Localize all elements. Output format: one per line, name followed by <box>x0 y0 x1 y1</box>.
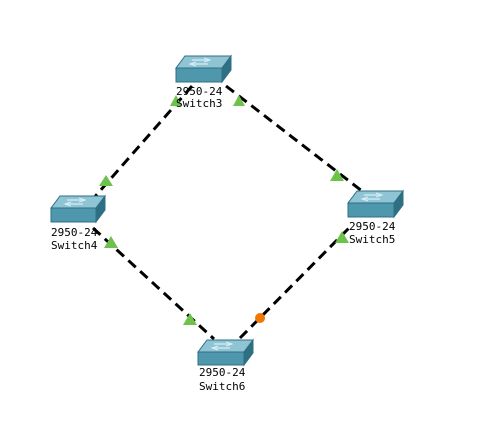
device-model-label: 2950-24 <box>349 220 396 233</box>
port-up-icon[interactable] <box>330 169 344 181</box>
switch-icon <box>50 194 106 224</box>
port-up-icon[interactable] <box>233 95 245 106</box>
device-model-label: 2950-24 <box>51 226 98 239</box>
port-up-icon[interactable] <box>104 236 118 248</box>
device-name-label: Switch3 <box>176 97 222 110</box>
device-switch5[interactable]: 2950-24 Switch5 <box>347 189 404 246</box>
port-up-icon[interactable] <box>99 175 113 186</box>
device-model-label: 2950-24 <box>176 85 223 98</box>
link-switch3-switch5[interactable] <box>225 84 363 193</box>
switch-icon <box>175 54 232 84</box>
device-switch4[interactable]: 2950-24 Switch4 <box>50 194 106 252</box>
switch-icon <box>347 189 404 219</box>
device-model-label: 2950-24 <box>199 366 246 379</box>
device-name-label: Switch4 <box>51 239 98 252</box>
link-switch6-switch5[interactable] <box>238 223 354 340</box>
port-blocking-icon[interactable] <box>255 313 265 323</box>
port-up-icon[interactable] <box>170 95 182 106</box>
port-up-icon[interactable] <box>335 231 349 243</box>
device-name-label: Switch5 <box>349 233 395 246</box>
device-switch6[interactable]: 2950-24 Switch6 <box>197 338 254 393</box>
switch-icon <box>197 338 254 367</box>
port-up-icon[interactable] <box>183 313 197 325</box>
device-name-label: Switch6 <box>199 380 245 393</box>
device-switch3[interactable]: 2950-24 Switch3 <box>175 54 232 110</box>
ports-layer <box>99 95 349 325</box>
